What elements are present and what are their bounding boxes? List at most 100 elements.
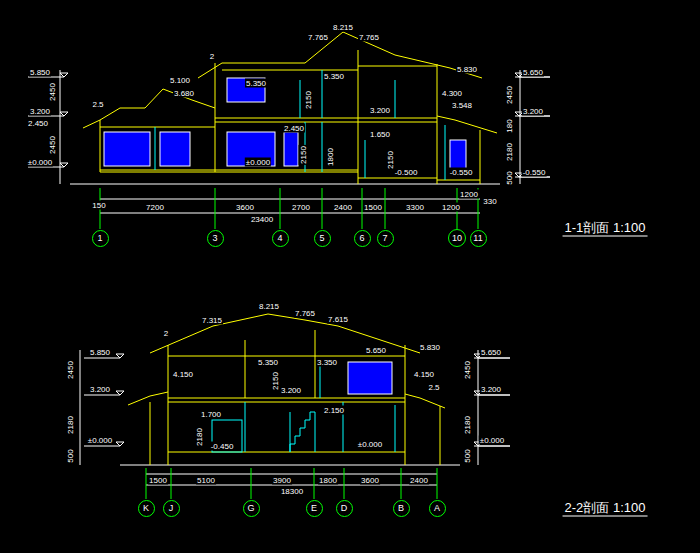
- dimension-text: 3600: [360, 476, 380, 485]
- dimension-text: 5.830: [456, 65, 478, 74]
- axis-bubble: 1: [92, 230, 109, 247]
- dimension-text: 7.765: [294, 309, 316, 318]
- dimension-text: -0.450: [210, 442, 235, 451]
- dimension-text: 2.450: [27, 119, 49, 128]
- axis-lines: [100, 188, 478, 229]
- dimension-text: 2150: [304, 90, 313, 110]
- dimension-text: 3.200: [369, 106, 391, 115]
- axis-bubble: 5: [314, 230, 331, 247]
- axis-number: J: [169, 503, 174, 513]
- dimension-text: 3.200: [29, 107, 51, 116]
- dimension-text: 4.150: [413, 370, 435, 379]
- dimension-text: 5.100: [169, 76, 191, 85]
- dimension-text: 2.450: [283, 124, 305, 133]
- axis-bubble: K: [138, 500, 155, 517]
- axis-number: E: [311, 503, 317, 513]
- axis-number: 10: [452, 233, 462, 243]
- axis-number: A: [434, 503, 440, 513]
- interior-lines: [212, 360, 395, 452]
- dimension-text: 3900: [272, 476, 292, 485]
- axis-number: 7: [382, 233, 387, 243]
- dimension-text: 18300: [280, 487, 304, 496]
- axis-bubble: J: [163, 500, 180, 517]
- dimension-text: 2180: [463, 415, 472, 435]
- dimension-text: 2.5: [427, 383, 440, 392]
- dimension-text: 3300: [405, 203, 425, 212]
- dimension-text: 500: [66, 448, 75, 463]
- dimension-text: 500: [505, 170, 514, 185]
- dimension-text: 1800: [326, 147, 335, 167]
- axis-bubble: 6: [354, 230, 371, 247]
- dimension-text: ±0.000: [357, 440, 383, 449]
- dimension-text: 3.548: [451, 101, 473, 110]
- dimension-text: 7.615: [327, 315, 349, 324]
- dimension-text: 1200: [441, 203, 461, 212]
- dimension-text: 2450: [66, 360, 75, 380]
- dimension-text: 3.200: [280, 386, 302, 395]
- dimension-text: 5.650: [480, 348, 502, 357]
- dimension-text: 330: [482, 197, 497, 206]
- axis-bubble: E: [306, 500, 323, 517]
- dimension-text: -0.500: [394, 168, 419, 177]
- dimension-text: 5.350: [257, 358, 279, 367]
- axis-number: 5: [319, 233, 324, 243]
- axis-number: 6: [359, 233, 364, 243]
- building-outline: [83, 32, 497, 184]
- dimension-text: 150: [91, 201, 106, 210]
- section-title: 1-1剖面 1:100: [563, 220, 648, 237]
- axis-bubble: G: [243, 500, 260, 517]
- elevation-marks: [84, 354, 510, 446]
- axis-bubble: 10: [448, 229, 466, 247]
- dimension-text: ±0.000: [27, 158, 53, 167]
- dimension-text: 2450: [48, 82, 57, 102]
- dimension-text: 7.315: [201, 316, 223, 325]
- dimension-text: 2700: [291, 203, 311, 212]
- ground-line: [70, 184, 500, 185]
- dimension-text: ±0.000: [245, 158, 271, 167]
- dimension-text: 2400: [409, 476, 429, 485]
- dimension-text: 2450: [463, 360, 472, 380]
- dimension-text: -0.550: [522, 168, 547, 177]
- axis-number: 11: [473, 233, 482, 243]
- dimension-text: 5.650: [522, 68, 544, 77]
- dimension-lines: [80, 350, 478, 485]
- axis-number: 1: [97, 233, 102, 243]
- dimension-text: 3.200: [522, 107, 544, 116]
- dimension-text: 1800: [318, 476, 338, 485]
- dimension-text: ±0.000: [87, 436, 113, 445]
- axis-bubble: 3: [207, 230, 224, 247]
- axis-number: D: [341, 503, 348, 513]
- dimension-text: 5.830: [419, 343, 441, 352]
- elevation-marks: [28, 73, 550, 177]
- building-outline: [128, 314, 445, 465]
- dimension-text: 4.150: [172, 370, 194, 379]
- dimension-text: 7.765: [358, 33, 380, 42]
- dimension-text: 5.350: [323, 72, 345, 81]
- dimension-text: 2180: [505, 142, 514, 162]
- dimension-text: -0.550: [449, 168, 474, 177]
- dimension-text: 5.650: [365, 346, 387, 355]
- dimension-text: 2150: [271, 371, 280, 391]
- dimension-text: 23400: [250, 215, 274, 224]
- axis-bubble: 7: [377, 230, 394, 247]
- section-title: 2-2剖面 1:100: [563, 500, 648, 517]
- dimension-text: 4.300: [441, 89, 463, 98]
- dimension-text: 1200: [459, 190, 479, 199]
- dimension-text: 2450: [505, 85, 514, 105]
- axis-number: 4: [277, 233, 282, 243]
- dimension-text: 7200: [145, 203, 165, 212]
- axis-bubble: 11: [470, 230, 487, 247]
- dimension-text: 3.680: [173, 89, 195, 98]
- dimension-text: 5.850: [29, 68, 51, 77]
- axis-number: G: [247, 503, 254, 513]
- dimension-text: 3.200: [480, 385, 502, 394]
- dimension-text: 2: [163, 329, 169, 338]
- axis-bubble: A: [429, 500, 446, 517]
- dimension-text: 5.350: [245, 79, 267, 88]
- dimension-text: ±0.000: [479, 436, 505, 445]
- axis-number: B: [398, 503, 404, 513]
- dimension-text: 2450: [48, 135, 57, 155]
- dimension-text: 3600: [235, 203, 255, 212]
- dimension-text: 2150: [299, 145, 308, 165]
